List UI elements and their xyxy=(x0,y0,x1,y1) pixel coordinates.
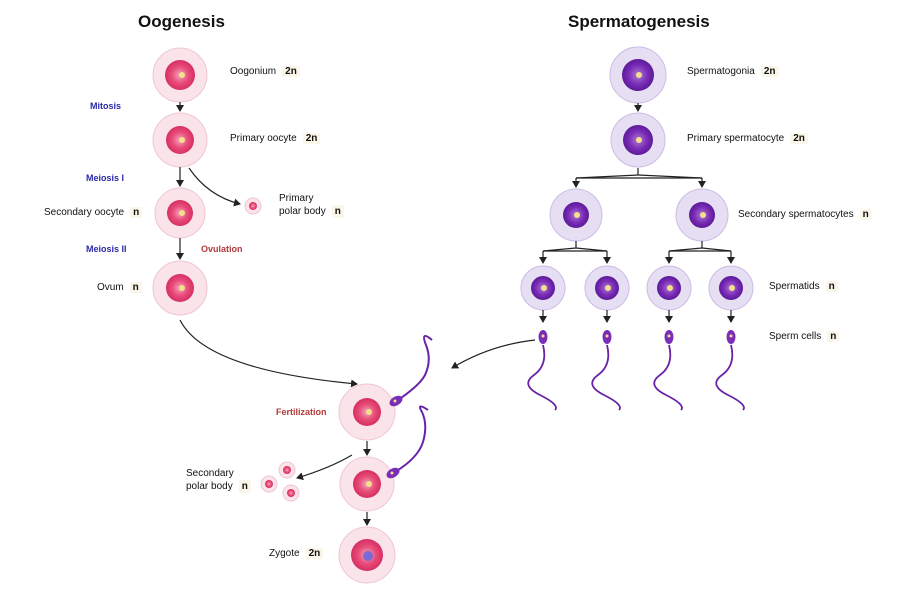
sperm-cells xyxy=(527,330,745,411)
spermatogenesis-title: Spermatogenesis xyxy=(568,12,710,31)
oogonium-cell xyxy=(152,47,208,103)
phase-meiosis-2: Meiosis II xyxy=(86,244,127,254)
ploidy-badge: n xyxy=(859,209,872,220)
fertilization-arrows xyxy=(296,339,536,526)
ploidy-badge: n xyxy=(331,205,344,218)
ploidy-badge: 2n xyxy=(305,548,324,559)
spermatogenesis-arrows xyxy=(539,103,735,323)
ploidy-badge: 2n xyxy=(302,133,321,144)
fertilized-egg-cell xyxy=(339,456,395,512)
ploidy-badge: n xyxy=(827,331,840,342)
ploidy-badge: n xyxy=(130,207,143,218)
ploidy-badge: n xyxy=(129,282,142,293)
fertilization-egg-cell xyxy=(338,383,396,441)
fertilizing-sperm-heads xyxy=(386,395,403,479)
primary-spermatocyte-cell xyxy=(610,112,666,168)
secondary-spermatocyte-cells xyxy=(549,188,729,242)
ploidy-badge: n xyxy=(825,281,838,292)
ploidy-badge: n xyxy=(238,480,251,493)
spermatid-cells xyxy=(520,265,754,311)
ploidy-badge: 2n xyxy=(760,66,779,77)
phase-mitosis: Mitosis xyxy=(90,101,122,111)
primary-polar-body-cell xyxy=(244,197,262,215)
oogenesis-arrows xyxy=(176,102,358,388)
phase-meiosis-1: Meiosis I xyxy=(86,173,125,183)
secondary-oocyte-cell xyxy=(154,187,206,239)
spermatogonia-cell xyxy=(609,46,667,104)
phase-fertilization: Fertilization xyxy=(276,407,327,417)
ploidy-badge: 2n xyxy=(790,133,808,144)
ploidy-badge: 2n xyxy=(282,66,300,77)
phase-ovulation: Ovulation xyxy=(201,244,243,254)
fertilizing-sperm xyxy=(394,335,433,473)
ovum-cell xyxy=(152,260,208,316)
oogenesis-title: Oogenesis xyxy=(138,12,225,31)
secondary-polar-bodies xyxy=(260,461,300,502)
zygote-cell xyxy=(338,526,396,584)
primary-oocyte-cell xyxy=(152,112,208,168)
